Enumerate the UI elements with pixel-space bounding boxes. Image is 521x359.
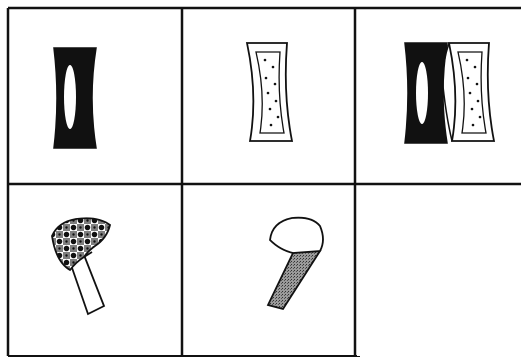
combined-figure-icon — [405, 43, 494, 143]
dark-block-icon — [54, 48, 96, 148]
cell-r1-c1 — [54, 48, 96, 148]
cell-r2-c3 — [357, 186, 519, 356]
cell-r1-c2 — [247, 43, 292, 141]
gray-handle-icon — [268, 218, 323, 309]
cell-r2-c2 — [268, 218, 323, 309]
dotted-frame-icon — [247, 43, 292, 141]
cell-r2-c1 — [52, 218, 110, 314]
cell-r1-c3 — [405, 43, 494, 143]
empty-answer-cell — [357, 186, 519, 356]
checkered-handle-icon — [52, 218, 110, 314]
